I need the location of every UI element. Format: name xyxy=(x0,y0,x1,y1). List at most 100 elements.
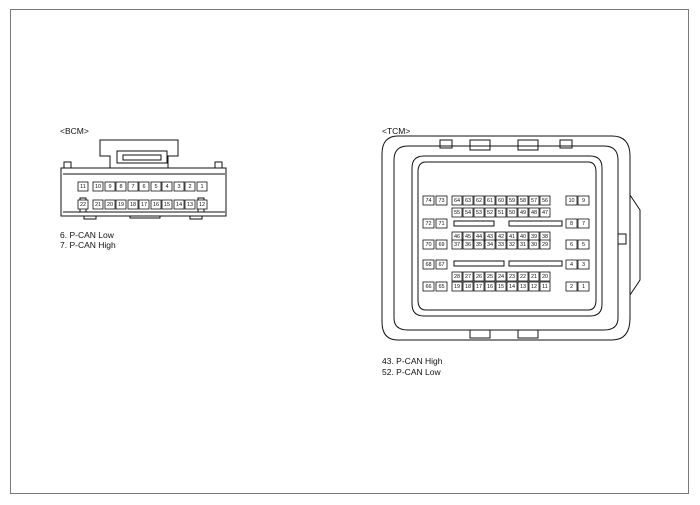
bcm-pin-2: 2 xyxy=(184,181,196,192)
bcm-pin-22: 22 xyxy=(77,199,89,210)
bcm-pin-3-label: 3 xyxy=(177,184,180,190)
bcm-pin-18: 18 xyxy=(127,199,139,210)
bcm-pin-1-label: 1 xyxy=(200,184,203,190)
tcm-pin-47: 47 xyxy=(539,207,551,218)
tcm-pin-70-label: 70 xyxy=(425,242,431,248)
bcm-pin-20: 20 xyxy=(104,199,116,210)
tcm-note-1: 43. P-CAN High xyxy=(382,356,443,366)
tcm-pin-67-label: 67 xyxy=(438,262,444,268)
bcm-pin-7-label: 7 xyxy=(131,184,134,190)
tcm-pin-23: 23 xyxy=(506,271,518,282)
tcm-pin-57: 57 xyxy=(528,195,540,206)
bcm-pin-13: 13 xyxy=(184,199,196,210)
tcm-pin-25: 25 xyxy=(484,271,496,282)
bcm-pin-11: 11 xyxy=(77,181,89,192)
tcm-pin-49: 49 xyxy=(517,207,529,218)
tcm-pin-38-label: 38 xyxy=(542,234,548,240)
bcm-pin-22-label: 22 xyxy=(80,202,86,208)
tcm-pin-2: 2 xyxy=(565,281,578,292)
tcm-pin-21: 21 xyxy=(528,271,540,282)
bcm-pin-8-label: 8 xyxy=(119,184,122,190)
tcm-pin-13: 13 xyxy=(517,281,529,292)
tcm-pin-15-label: 15 xyxy=(498,284,504,290)
bcm-pin-16: 16 xyxy=(150,199,162,210)
tcm-pin-9: 9 xyxy=(577,195,590,206)
tcm-pin-26: 26 xyxy=(473,271,485,282)
tcm-pin-27-label: 27 xyxy=(465,274,471,280)
tcm-pin-52-label: 52 xyxy=(487,210,493,216)
tcm-pin-35: 35 xyxy=(473,239,485,250)
tcm-pin-70: 70 xyxy=(422,239,435,250)
tcm-pin-8: 8 xyxy=(565,218,578,229)
tcm-pin-62: 62 xyxy=(473,195,485,206)
tcm-pin-1-label: 1 xyxy=(582,284,585,290)
tcm-pin-25-label: 25 xyxy=(487,274,493,280)
tcm-pin-31: 31 xyxy=(517,239,529,250)
tcm-pin-6-label: 6 xyxy=(570,242,573,248)
tcm-pin-37: 37 xyxy=(451,239,463,250)
tcm-pin-8-label: 8 xyxy=(570,221,573,227)
bcm-pin-12: 12 xyxy=(196,199,208,210)
bcm-pin-15: 15 xyxy=(161,199,173,210)
tcm-pin-48: 48 xyxy=(528,207,540,218)
tcm-pin-71-label: 71 xyxy=(438,221,444,227)
tcm-pin-69: 69 xyxy=(435,239,448,250)
tcm-pin-74-label: 74 xyxy=(425,198,431,204)
bcm-pin-19-label: 19 xyxy=(118,202,124,208)
tcm-pin-7-label: 7 xyxy=(582,221,585,227)
bcm-pin-21: 21 xyxy=(92,199,104,210)
tcm-pin-50-label: 50 xyxy=(509,210,515,216)
tcm-pin-56-label: 56 xyxy=(542,198,548,204)
bcm-pin-4-label: 4 xyxy=(165,184,168,190)
tcm-pin-68: 68 xyxy=(422,259,435,270)
tcm-pin-3-label: 3 xyxy=(582,262,585,268)
tcm-pin-24: 24 xyxy=(495,271,507,282)
tcm-pin-28-label: 28 xyxy=(454,274,460,280)
tcm-pin-33: 33 xyxy=(495,239,507,250)
tcm-pin-53-label: 53 xyxy=(476,210,482,216)
tcm-pin-1: 1 xyxy=(577,281,590,292)
bcm-pin-9-label: 9 xyxy=(108,184,111,190)
bcm-pin-6-label: 6 xyxy=(142,184,145,190)
bcm-pin-12-label: 12 xyxy=(199,202,205,208)
tcm-pin-16-label: 16 xyxy=(487,284,493,290)
tcm-pin-67: 67 xyxy=(435,259,448,270)
tcm-pin-34-label: 34 xyxy=(487,242,493,248)
tcm-pin-44-label: 44 xyxy=(476,234,482,240)
tcm-pin-17: 17 xyxy=(473,281,485,292)
tcm-pin-35-label: 35 xyxy=(476,242,482,248)
tcm-pin-10: 10 xyxy=(565,195,578,206)
bcm-pin-5-label: 5 xyxy=(154,184,157,190)
bcm-pin-3: 3 xyxy=(173,181,185,192)
tcm-pin-61-label: 61 xyxy=(487,198,493,204)
tcm-pin-20-label: 20 xyxy=(542,274,548,280)
tcm-pin-65: 65 xyxy=(435,281,448,292)
tcm-pin-37-label: 37 xyxy=(454,242,460,248)
tcm-pin-69-label: 69 xyxy=(438,242,444,248)
tcm-pin-2-label: 2 xyxy=(570,284,573,290)
bcm-pin-14-label: 14 xyxy=(176,202,182,208)
tcm-pin-9-label: 9 xyxy=(582,198,585,204)
tcm-pin-55-label: 55 xyxy=(454,210,460,216)
tcm-pin-36-label: 36 xyxy=(465,242,471,248)
tcm-pin-18-label: 18 xyxy=(465,284,471,290)
bcm-pin-5: 5 xyxy=(150,181,162,192)
tcm-pin-36: 36 xyxy=(462,239,474,250)
tcm-pin-72-label: 72 xyxy=(425,221,431,227)
tcm-pin-58: 58 xyxy=(517,195,529,206)
bcm-pin-6: 6 xyxy=(138,181,150,192)
tcm-pin-56: 56 xyxy=(539,195,551,206)
tcm-pin-4-label: 4 xyxy=(570,262,573,268)
bcm-pin-13-label: 13 xyxy=(187,202,193,208)
tcm-pin-45-label: 45 xyxy=(465,234,471,240)
tcm-pin-51: 51 xyxy=(495,207,507,218)
tcm-pin-54-label: 54 xyxy=(465,210,471,216)
tcm-pin-58-label: 58 xyxy=(520,198,526,204)
tcm-pin-30-label: 30 xyxy=(531,242,537,248)
bcm-title: <BCM> xyxy=(60,126,89,136)
tcm-pin-73-label: 73 xyxy=(438,198,444,204)
bcm-pin-2-label: 2 xyxy=(188,184,191,190)
tcm-pin-19: 19 xyxy=(451,281,463,292)
tcm-pin-29: 29 xyxy=(539,239,551,250)
tcm-pin-33-label: 33 xyxy=(498,242,504,248)
